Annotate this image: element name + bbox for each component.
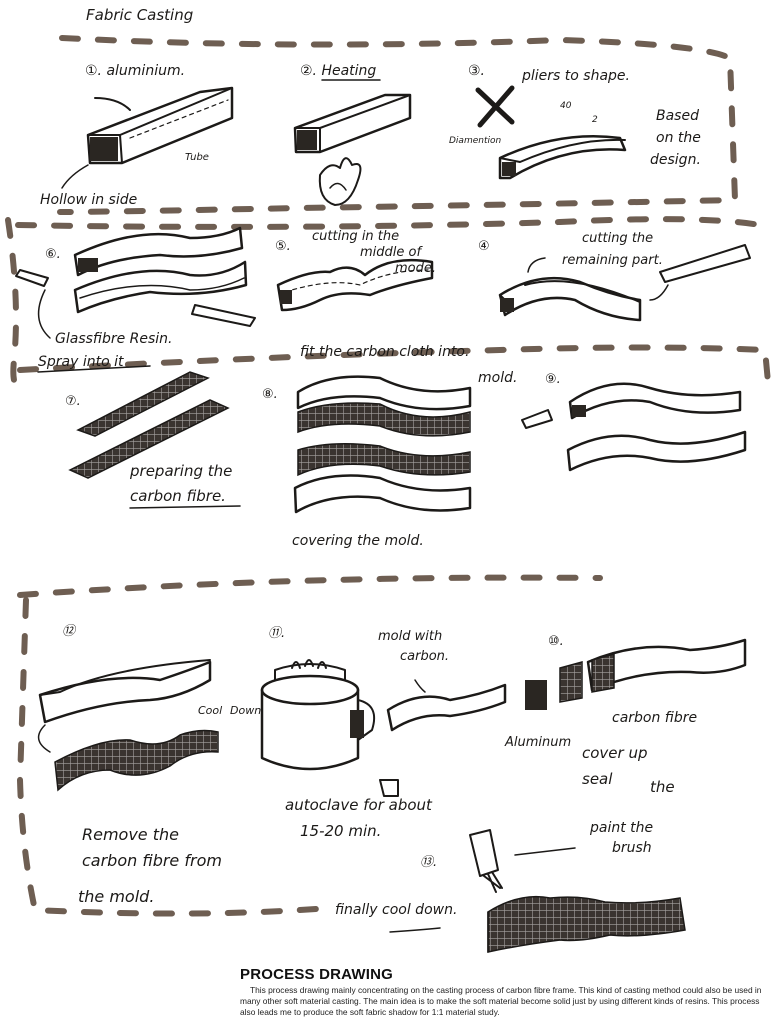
svg-text:③.: ③. <box>468 63 485 79</box>
svg-text:Hollow in side: Hollow in side <box>40 192 137 208</box>
svg-text:carbon.: carbon. <box>400 649 449 664</box>
svg-text:⑧.: ⑧. <box>262 387 278 402</box>
svg-text:⑤.: ⑤. <box>275 239 291 254</box>
svg-text:mold with: mold with <box>378 629 442 644</box>
svg-text:Spray into it: Spray into it <box>38 354 124 370</box>
svg-text:⑬.: ⑬. <box>420 855 437 870</box>
svg-text:design.: design. <box>650 152 701 168</box>
svg-text:remaining part.: remaining part. <box>562 253 663 268</box>
step-1-aluminium-tube: ①. aluminium. Tube Hollow in side <box>40 63 234 208</box>
svg-text:on the: on the <box>656 130 701 146</box>
step-3-pliers-shape: ③. pliers to shape. 40 2 Diamention Base… <box>449 63 701 180</box>
svg-text:brush: brush <box>612 840 652 856</box>
svg-text:15-20 min.: 15-20 min. <box>300 822 381 840</box>
caption-body: This process drawing mainly concentratin… <box>240 985 762 1017</box>
svg-text:Aluminum: Aluminum <box>504 735 571 750</box>
svg-text:⑥.: ⑥. <box>45 247 61 262</box>
step-8-fit-carbon-cloth: ⑧. fit the carbon cloth into. mold. cove… <box>262 344 517 549</box>
svg-text:2: 2 <box>592 115 598 125</box>
step-5-cutting-middle: ⑤. cutting in the middle of mode. <box>275 229 436 312</box>
svg-text:middle of: middle of <box>360 245 423 260</box>
svg-text:the mold.: the mold. <box>78 887 154 906</box>
svg-text:Down: Down <box>230 704 261 717</box>
step-11-mold-with-carbon: mold with carbon. <box>378 629 507 732</box>
svg-text:Remove the: Remove the <box>82 825 179 844</box>
svg-text:⑦.: ⑦. <box>65 394 81 409</box>
svg-text:preparing the: preparing the <box>129 462 232 480</box>
section-borders <box>5 35 771 917</box>
svg-text:autoclave for about: autoclave for about <box>285 796 433 814</box>
step-6-resin-spray: ⑥. Glassfibre Resin. Spray into it <box>15 226 256 373</box>
svg-text:cutting in the: cutting in the <box>312 229 399 244</box>
svg-text:⑨.: ⑨. <box>545 372 561 387</box>
svg-text:seal: seal <box>582 770 613 788</box>
svg-text:⑩.: ⑩. <box>548 634 564 649</box>
step-4-cutting-remaining: ④ cutting the remaining part. <box>478 231 751 322</box>
step-2-heating: ②. Heating <box>293 63 412 206</box>
svg-text:the: the <box>650 778 675 796</box>
svg-text:Cool: Cool <box>198 704 222 717</box>
svg-text:carbon fibre from: carbon fibre from <box>82 851 222 870</box>
svg-text:cover up: cover up <box>582 744 648 762</box>
svg-text:pliers to shape.: pliers to shape. <box>521 68 630 84</box>
caption-title: PROCESS DRAWING <box>240 966 394 983</box>
step-7-prepare-carbon: ⑦. preparing the carbon fibre. <box>65 371 241 509</box>
page-title: Fabric Casting <box>86 6 193 24</box>
svg-text:carbon fibre: carbon fibre <box>612 710 697 726</box>
svg-text:⑫: ⑫ <box>62 624 77 639</box>
svg-text:40: 40 <box>560 101 572 111</box>
svg-text:Diamention: Diamention <box>449 136 501 146</box>
svg-text:finally cool down.: finally cool down. <box>335 902 457 918</box>
svg-text:mode.: mode. <box>395 261 436 276</box>
svg-text:④: ④ <box>478 239 490 254</box>
svg-text:covering the mold.: covering the mold. <box>292 533 424 549</box>
step-12-remove-carbon: ⑫ Remove the carbon fibre from the mold. <box>37 624 222 906</box>
svg-text:mold.: mold. <box>478 370 517 386</box>
step-10-seal-aluminium: ⑩. carbon fibre Aluminum cover up seal t… <box>504 634 747 796</box>
step-11-autoclave: ⑪. Cool Down autoclave for about 15-20 m… <box>198 626 433 840</box>
step-9-spray-mold: ⑨. <box>521 372 747 472</box>
svg-text:cutting the: cutting the <box>582 231 653 246</box>
svg-text:fit the carbon cloth into.: fit the carbon cloth into. <box>300 344 469 360</box>
svg-text:⑪.: ⑪. <box>268 626 285 641</box>
svg-text:paint the: paint the <box>589 820 653 836</box>
svg-text:Tube: Tube <box>185 152 209 163</box>
svg-text:Based: Based <box>656 108 699 124</box>
svg-text:②. Heating: ②. Heating <box>300 63 376 79</box>
svg-text:carbon fibre.: carbon fibre. <box>130 487 226 505</box>
svg-text:Glassfibre Resin.: Glassfibre Resin. <box>55 331 173 347</box>
svg-text:①. aluminium.: ①. aluminium. <box>85 63 185 79</box>
step-13-paint-cool: ⑬. paint the brush finally cool down. <box>335 820 686 953</box>
caption-block: PROCESS DRAWING This process drawing mai… <box>240 966 768 1018</box>
